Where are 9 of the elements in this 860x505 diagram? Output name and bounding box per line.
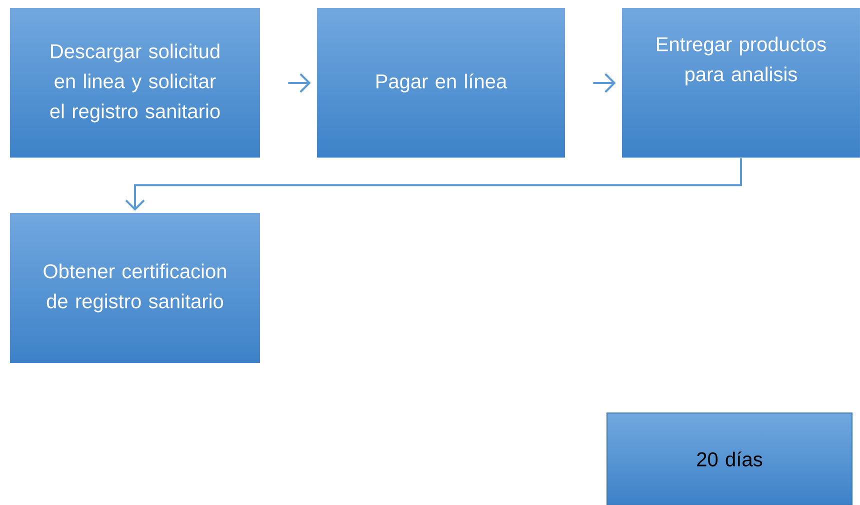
box-label: Obtener certificacion de registro sanitario [44, 264, 226, 312]
arrow [593, 73, 616, 93]
arrow [288, 73, 311, 93]
box-label: Entregar productos para analisis [657, 36, 826, 86]
box-label: Pagar en línea [376, 74, 508, 92]
box-label: 20 días [697, 452, 762, 466]
box-label: Descargar solicitud en linea y solicitar el registro sanitario [50, 44, 220, 122]
process-box [606, 412, 852, 505]
arrow [125, 158, 742, 211]
